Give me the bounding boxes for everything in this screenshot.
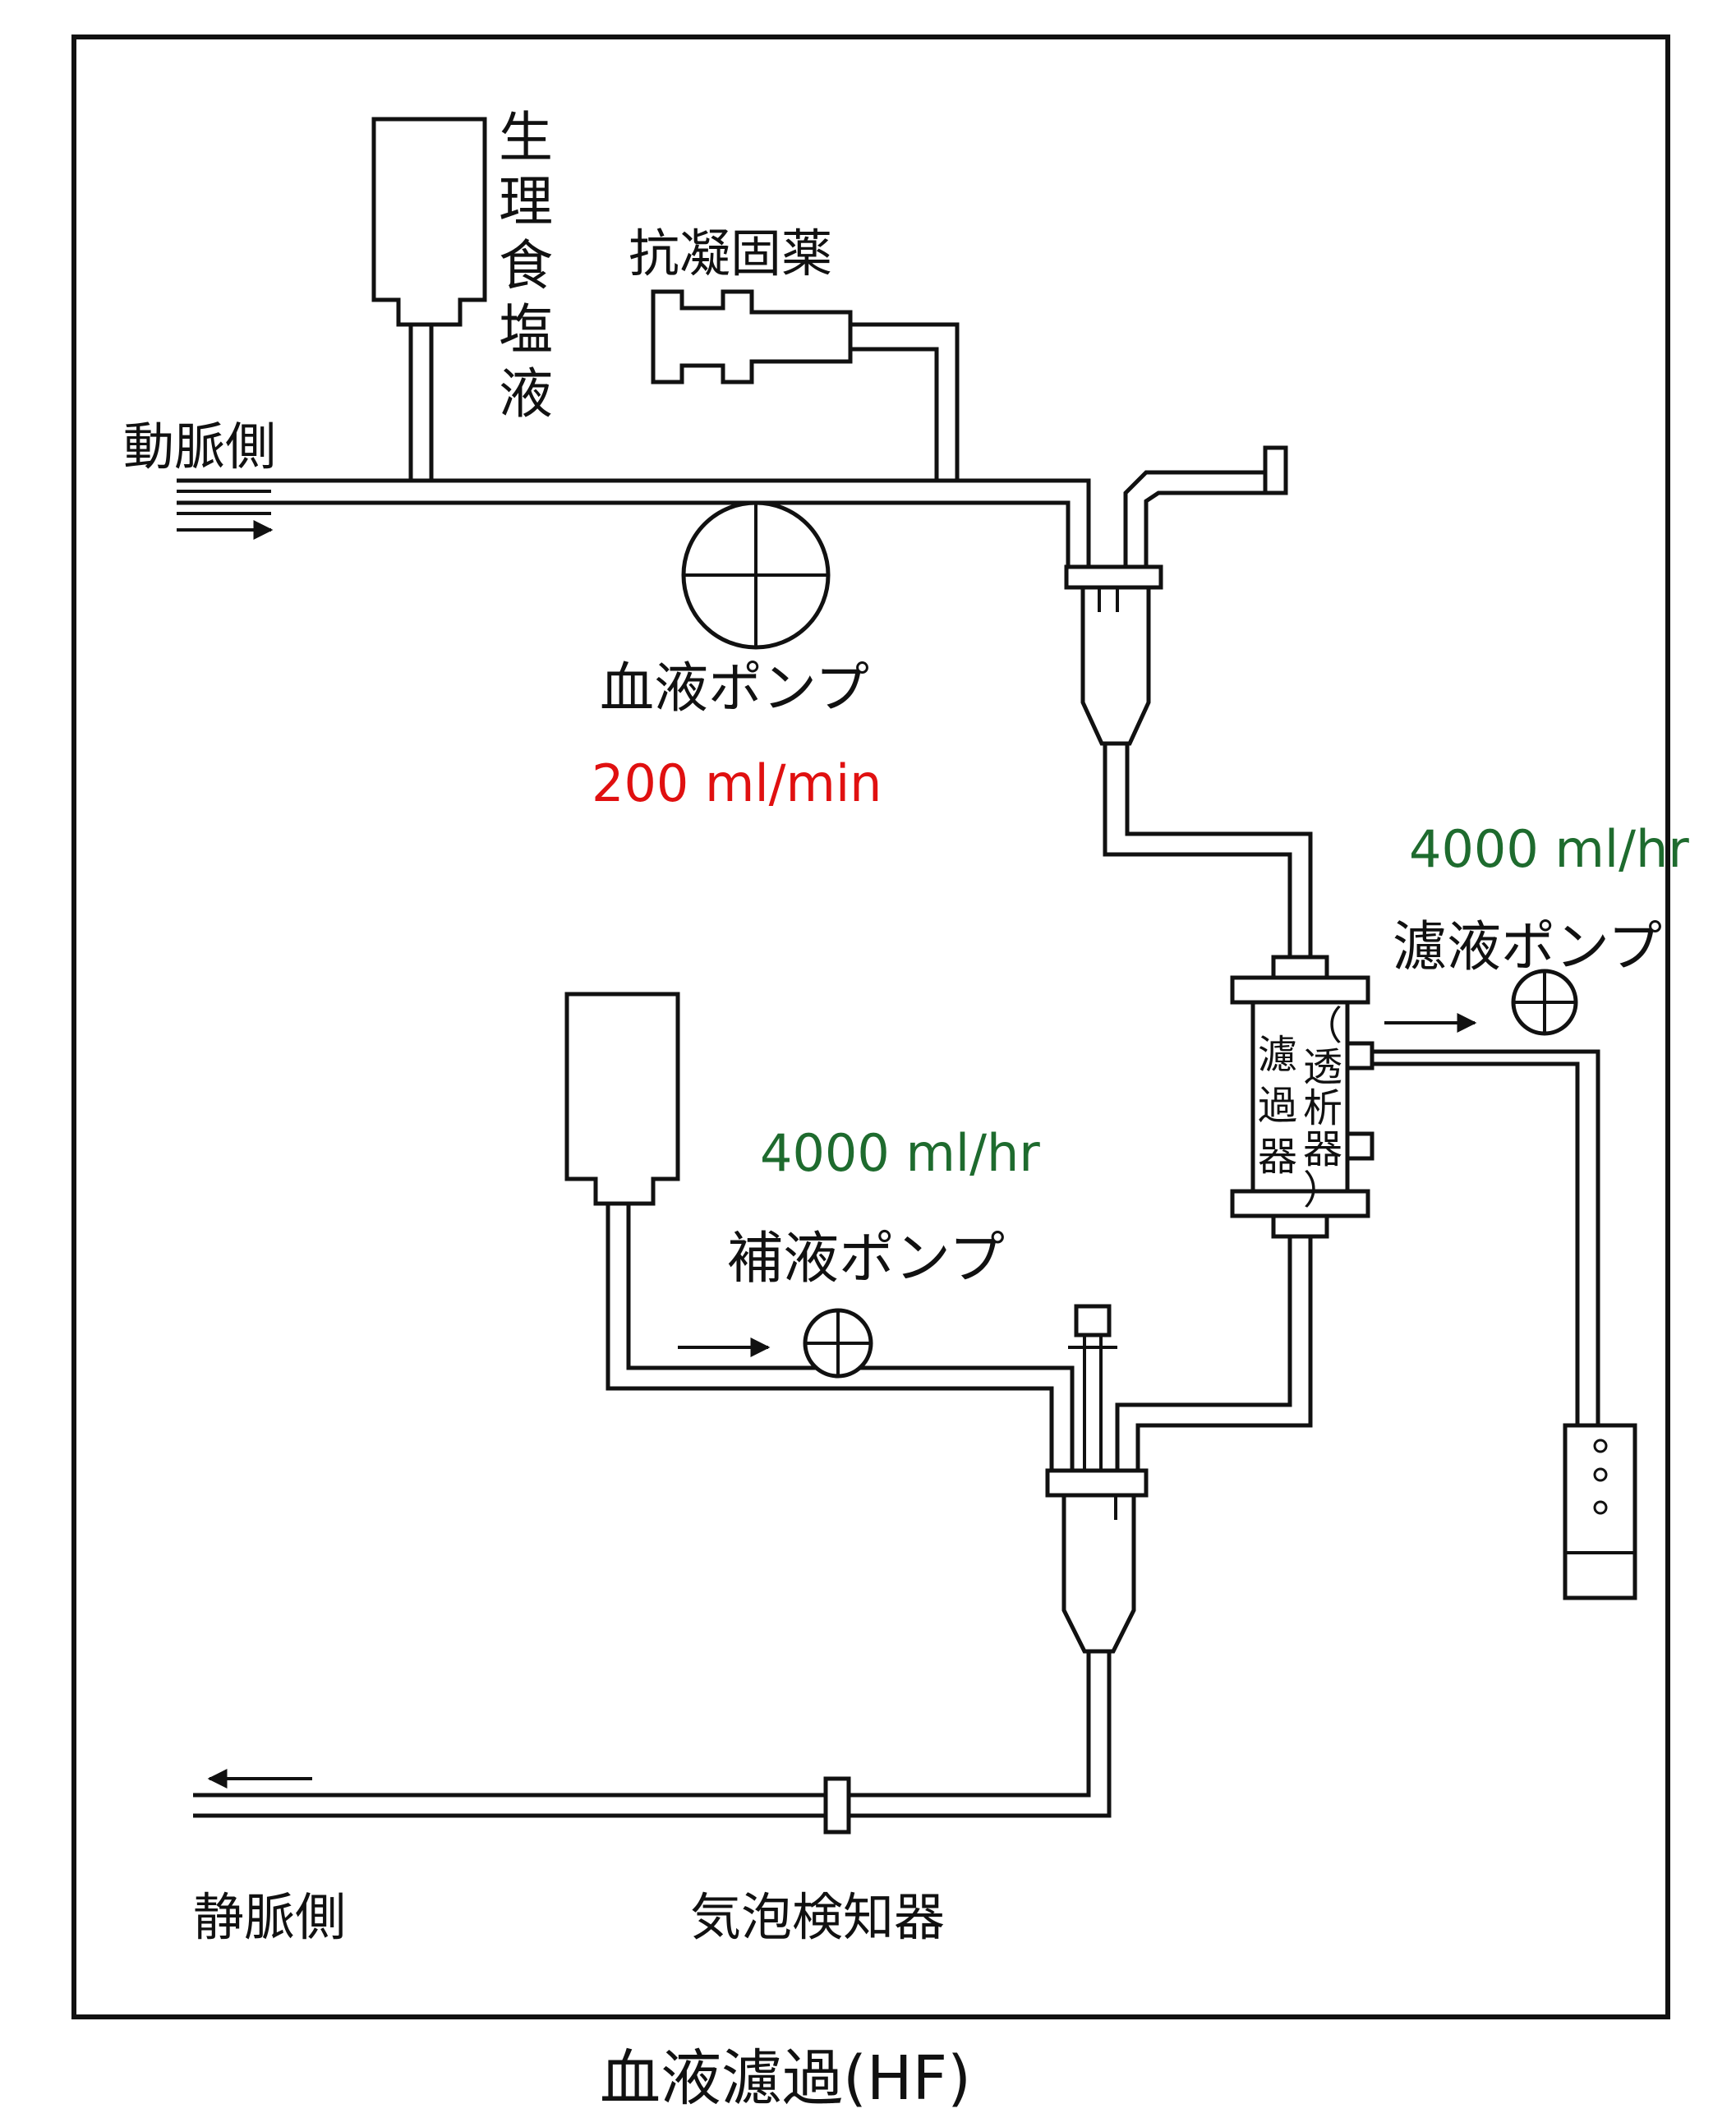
diagram-frame <box>71 35 1670 2019</box>
blood-pump-icon <box>681 500 831 650</box>
substitution-pump-icon <box>803 1308 873 1379</box>
filtrate-line <box>1372 969 1637 1600</box>
arterial-line <box>177 478 1091 567</box>
filter-label-right: （透析器） <box>1303 1003 1342 1213</box>
substitution-line <box>564 992 1075 1471</box>
filtrate-rate: 4000 ml/hr <box>1409 819 1689 879</box>
filter-label-left: 濾過器 <box>1258 1032 1297 1180</box>
venous-line <box>193 1651 1112 1835</box>
bubble-detector-label: 気泡検知器 <box>690 1887 945 1947</box>
venous-side-label: 静脈側 <box>193 1887 346 1947</box>
saline-bag <box>371 117 487 481</box>
arterial-side-label: 動脈側 <box>123 417 276 477</box>
filtrate-pump-label: 濾液ポンプ <box>1393 915 1662 978</box>
anticoagulant-label: 抗凝固薬 <box>629 223 832 283</box>
anticoagulant-syringe <box>651 289 960 481</box>
blood-pump-rate: 200 ml/min <box>592 753 882 813</box>
filter-outflow-line <box>1115 1236 1313 1471</box>
diagram-caption: 血液濾過(HF) <box>600 2043 971 2114</box>
venous-drip-chamber <box>1045 1304 1149 1654</box>
saline-label: 生理食塩液 <box>499 106 553 426</box>
bubble-detector-icon <box>823 1776 851 1835</box>
svg-text:生理食塩液: 生理食塩液 <box>499 106 553 426</box>
svg-text:（透析器）: （透析器） <box>1303 1003 1342 1213</box>
substitution-pump-label: 補液ポンプ <box>727 1227 1005 1291</box>
arterial-drip-chamber <box>1064 445 1313 957</box>
filtrate-pump-icon <box>1511 969 1578 1036</box>
blood-pump-label: 血液ポンプ <box>600 656 869 720</box>
substitution-rate: 4000 ml/hr <box>760 1123 1040 1183</box>
svg-text:濾過器: 濾過器 <box>1258 1032 1297 1180</box>
hemofilter <box>1230 955 1375 1239</box>
